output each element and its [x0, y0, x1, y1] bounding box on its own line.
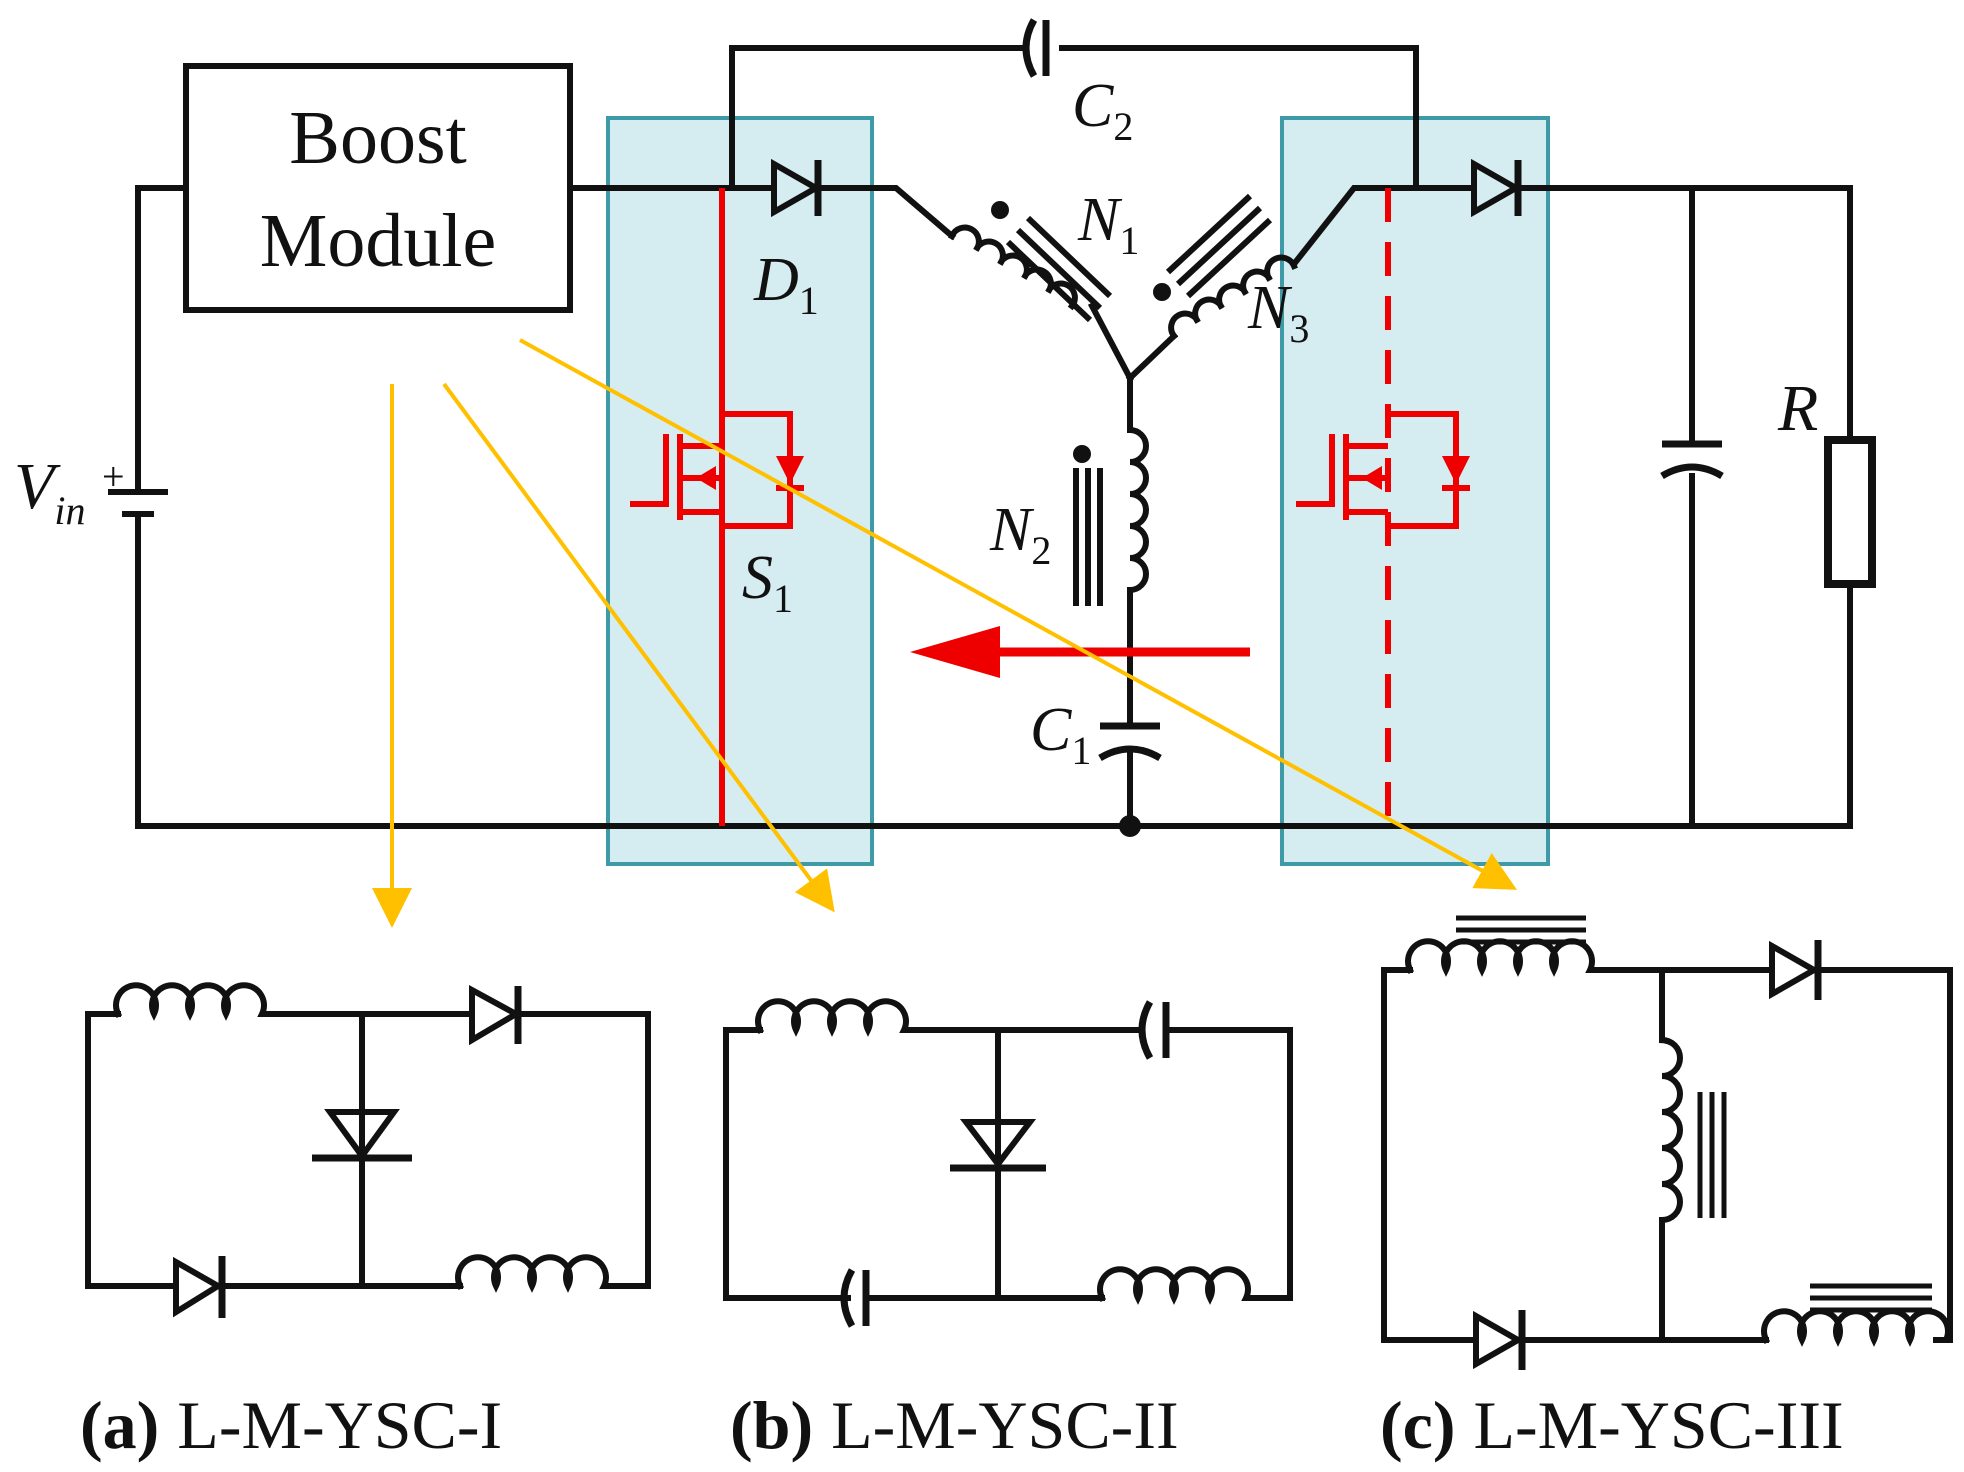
- main-circuit: + Boost Module: [102, 18, 1876, 837]
- n3-winding-icon: [1153, 193, 1298, 341]
- vin-label: Vin: [14, 450, 85, 533]
- subcircuit-c-diode-top-icon: [1769, 940, 1822, 1000]
- subcircuit-c-coupled-inductor-mid-icon: [1658, 1036, 1727, 1229]
- subcircuit-b-inductor-top-icon: [755, 998, 937, 1037]
- svg-text:+: +: [102, 454, 125, 499]
- boost-module-line1: Boost: [289, 96, 466, 180]
- subcircuit-a-diode-bottom-icon: [173, 1256, 226, 1318]
- subcircuit-a: [85, 982, 651, 1318]
- highlight-box-left: [606, 116, 874, 866]
- subcircuit-b-capacitor-bottom-icon: [840, 1268, 870, 1328]
- pointer-arrows: [372, 338, 1518, 928]
- output-capacitor-icon: [1660, 440, 1724, 480]
- r-label: R: [1777, 372, 1818, 445]
- n1-label: N1: [1077, 186, 1139, 263]
- caption-a: (a)L-M-YSC-I: [80, 1387, 502, 1463]
- c2-capacitor-icon: [1022, 18, 1050, 78]
- subcircuit-b: [723, 998, 1293, 1328]
- s1-label: S1: [742, 544, 793, 621]
- pointer-arrow-c: [519, 338, 1518, 890]
- c1-label: C1: [1030, 696, 1091, 773]
- highlight-box-right: [1280, 116, 1550, 866]
- caption-c: (c)L-M-YSC-III: [1380, 1387, 1844, 1463]
- n1-winding-icon: [948, 201, 1113, 323]
- vin-battery-icon: +: [102, 454, 168, 520]
- s2-mosfet-icon: [1296, 188, 1470, 826]
- current-direction-arrow: [910, 626, 1250, 678]
- pointer-arrow-b: [442, 382, 835, 913]
- subcircuit-a-diode-mid-icon: [312, 1109, 412, 1162]
- s1-mosfet-icon: [630, 188, 804, 826]
- subcircuit-b-inductor-bottom-icon: [1097, 1266, 1277, 1305]
- subcircuit-a-diode-top-icon: [469, 984, 523, 1046]
- subcircuit-c-coupled-inductor-top-icon: [1405, 915, 1597, 977]
- d1-label: D1: [753, 246, 819, 323]
- boost-module-line2: Module: [260, 199, 496, 283]
- subcircuit-c: [1381, 915, 1953, 1370]
- n2-label: N2: [989, 496, 1051, 573]
- subcircuit-b-capacitor-top-icon: [1138, 1000, 1170, 1060]
- subcircuit-a-inductor-top-icon: [113, 982, 295, 1021]
- n2-winding-icon: [1073, 426, 1149, 606]
- subcircuit-c-coupled-inductor-bottom-icon: [1761, 1283, 1951, 1347]
- subcircuit-c-diode-bottom-icon: [1473, 1310, 1526, 1370]
- subcircuit-b-diode-icon: [950, 1119, 1046, 1172]
- caption-b: (b)L-M-YSC-II: [730, 1387, 1179, 1463]
- subcircuit-a-inductor-bottom-icon: [455, 1254, 635, 1293]
- c2-label: C2: [1072, 72, 1133, 149]
- load-resistor-icon: [1824, 436, 1876, 588]
- n3-label: N3: [1247, 274, 1309, 351]
